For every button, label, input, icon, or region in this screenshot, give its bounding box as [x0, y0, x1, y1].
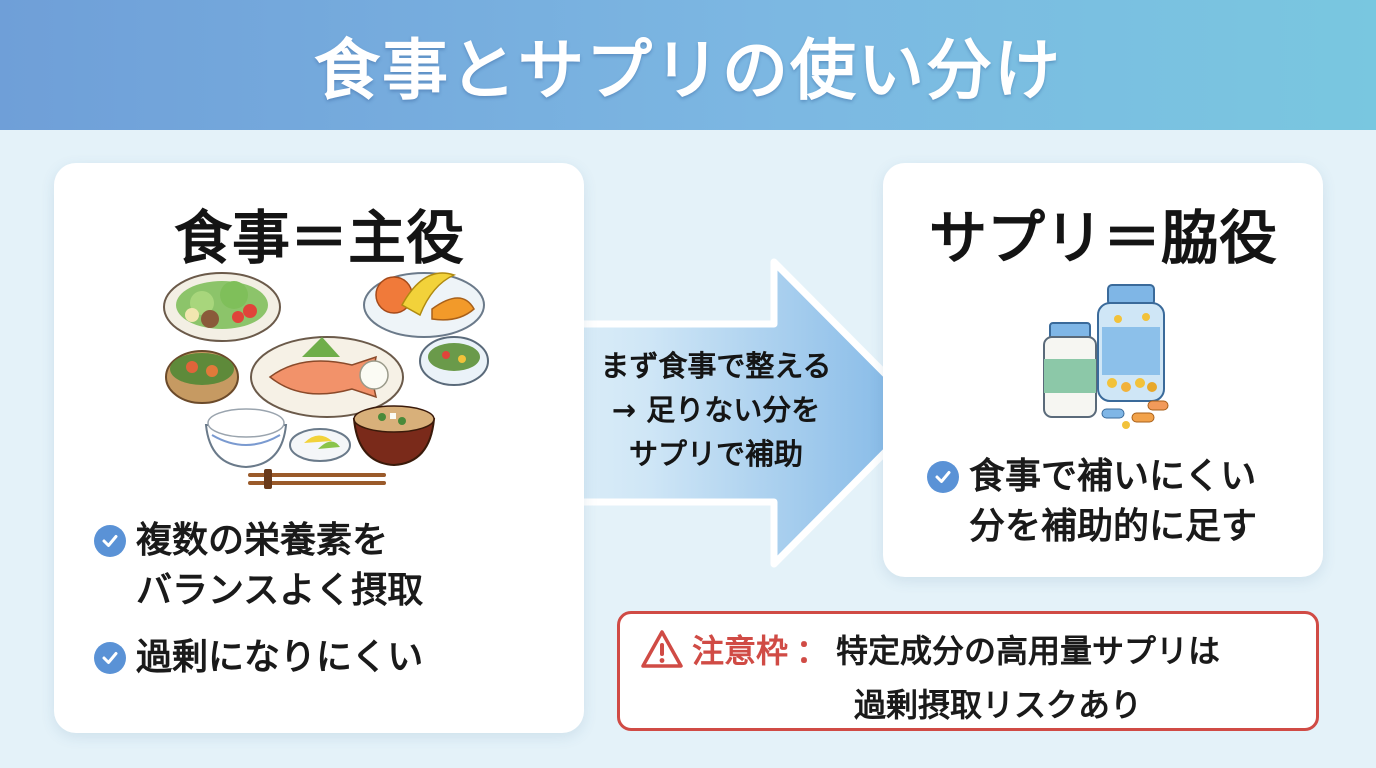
diet-card: 食事＝主役 — [54, 163, 584, 733]
meal-illustration — [163, 272, 489, 489]
arrow-caption-line1: まず食事で整える — [600, 349, 832, 383]
warning-triangle-icon — [641, 630, 683, 668]
diet-point-balance-line1: 複数の栄養素を — [136, 520, 389, 561]
warning-text-line1: 特定成分の高用量サプリは — [836, 632, 1221, 670]
check-circle-icon — [927, 461, 959, 493]
check-circle-icon — [94, 525, 126, 557]
supplement-card: サプリ＝脇役 食事で補いにくい 分を補助的に足す — [883, 163, 1323, 577]
warning-label: 注意枠 — [692, 632, 789, 670]
check-circle-icon — [94, 642, 126, 674]
diet-point-balance: 複数の栄養素を バランスよく摂取 — [94, 516, 423, 616]
warning-box: 注意枠 ： 特定成分の高用量サプリは 過剰摂取リスクあり — [617, 611, 1319, 731]
supplement-point: 食事で補いにくい 分を補助的に足す — [927, 452, 1257, 552]
page-title: 食事とサプリの使い分け — [314, 32, 1062, 109]
diet-point-balance-line2: バランスよく摂取 — [136, 570, 424, 611]
supplement-point-line1: 食事で補いにくい — [969, 456, 1257, 497]
arrow-caption-line2: → 足りない分を — [611, 393, 821, 427]
diet-card-title: 食事＝主役 — [173, 204, 464, 272]
header-banner: 食事とサプリの使い分け — [0, 0, 1376, 130]
warning-text-line2: 過剰摂取リスクあり — [853, 686, 1142, 724]
warning-line1: 注意枠 ： 特定成分の高用量サプリは — [640, 626, 1220, 672]
supplement-bottles-illustration — [1043, 284, 1169, 429]
diet-point-no-excess-text: 過剰になりにくい — [136, 637, 424, 678]
arrow-caption-line3: サプリで補助 — [628, 437, 803, 471]
diet-point-no-excess: 過剰になりにくい — [94, 633, 423, 683]
supplement-point-line2: 分を補助的に足す — [969, 506, 1258, 547]
supplement-card-title: サプリ＝脇役 — [928, 204, 1277, 272]
warning-separator: ： — [796, 632, 829, 670]
arrow-caption: まず食事で整える → 足りない分を サプリで補助 — [566, 344, 866, 476]
